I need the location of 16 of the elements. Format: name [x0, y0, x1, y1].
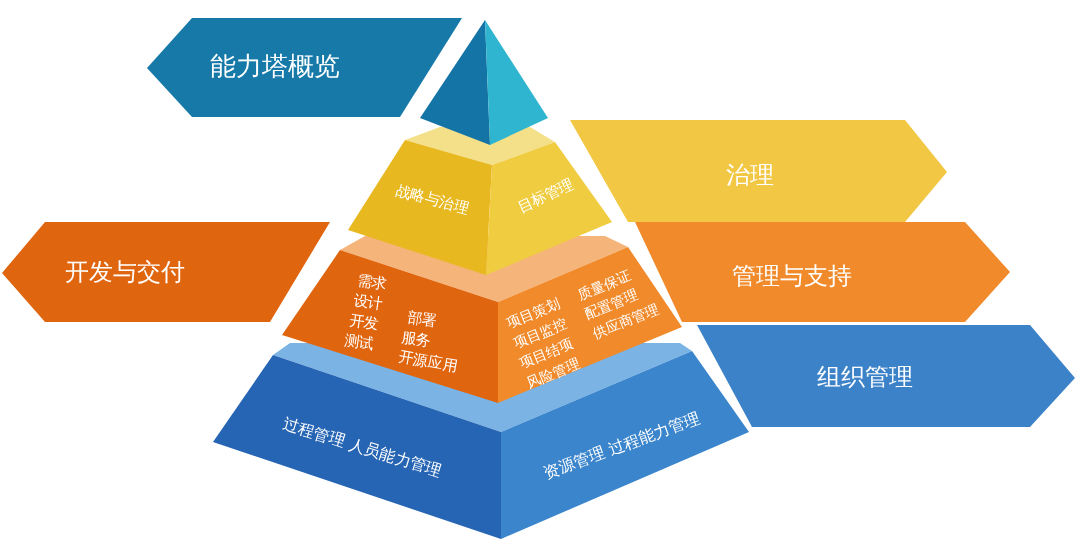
tier-label: 设计 — [351, 292, 385, 314]
tier-label: 需求 — [356, 272, 389, 294]
tier-label: 目标管理 — [515, 175, 577, 217]
banner-label: 开发与交付 — [65, 259, 185, 287]
banner-label: 治理 — [726, 162, 774, 190]
banner-label: 能力塔概览 — [210, 52, 340, 82]
tier-label: 开发 — [348, 312, 381, 334]
banner-label: 组织管理 — [817, 364, 913, 392]
banner-label: 管理与支持 — [732, 263, 852, 291]
tier-label: 资源管理 过程能力管理 — [541, 409, 703, 483]
tier-label: 过程管理 人员能力管理 — [280, 415, 444, 481]
tier-label: 部署 — [405, 309, 439, 331]
tier-label: 战略与治理 — [393, 181, 471, 219]
tier-label: 测试 — [342, 332, 376, 354]
tier-label: 服务 — [400, 329, 433, 351]
tier-label: 开源应用 — [396, 348, 460, 376]
